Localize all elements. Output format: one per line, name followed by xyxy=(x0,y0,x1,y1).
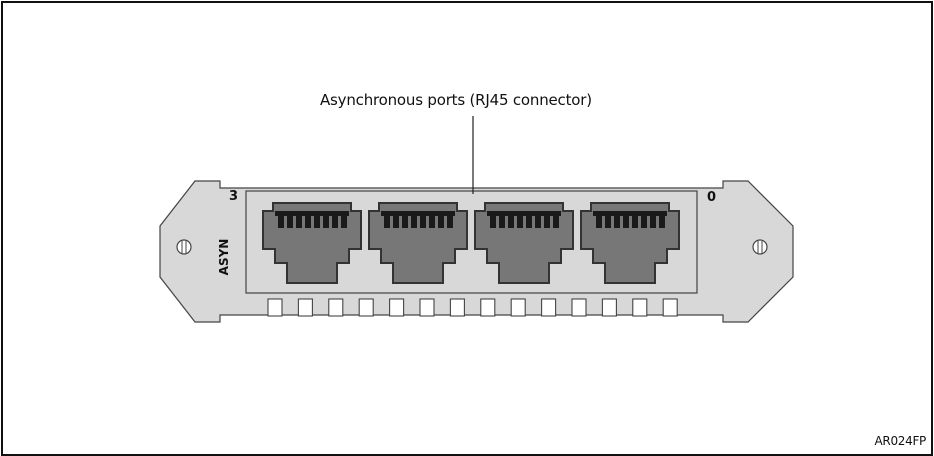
vent-slot xyxy=(601,298,617,317)
vent-slot xyxy=(510,298,526,317)
rj45-port-3[interactable] xyxy=(262,202,362,284)
vent-slot xyxy=(632,298,648,317)
contact-pin xyxy=(508,211,514,228)
contact-pin xyxy=(517,211,523,228)
vent-slot xyxy=(541,298,557,317)
contact-pin xyxy=(384,211,390,228)
rj45-port-0[interactable] xyxy=(580,202,680,284)
contact-pin xyxy=(526,211,532,228)
contact-pin xyxy=(438,211,444,228)
right-screw-icon xyxy=(752,239,768,255)
pin-bar xyxy=(487,211,561,216)
contact-pin xyxy=(499,211,505,228)
contact-pin xyxy=(314,211,320,228)
vent-slot xyxy=(297,298,313,317)
module-side-label: ASYN xyxy=(217,238,231,276)
vent-slots xyxy=(267,298,678,317)
rj45-port-1[interactable] xyxy=(474,202,574,284)
contact-pin xyxy=(544,211,550,228)
callout-label: Asynchronous ports (RJ45 connector) xyxy=(320,91,592,109)
contact-pin xyxy=(553,211,559,228)
port-number-left: 3 xyxy=(229,189,239,204)
pin-bar xyxy=(275,211,349,216)
contact-pin xyxy=(323,211,329,228)
contact-pin xyxy=(632,211,638,228)
pin-bar xyxy=(593,211,667,216)
contact-pin xyxy=(296,211,302,228)
vent-slot xyxy=(449,298,465,317)
contact-pin xyxy=(420,211,426,228)
contact-pin xyxy=(605,211,611,228)
contact-pin xyxy=(490,211,496,228)
vent-slot xyxy=(267,298,283,317)
contact-pin xyxy=(332,211,338,228)
vent-slot xyxy=(571,298,587,317)
pin-bar xyxy=(381,211,455,216)
vent-slot xyxy=(389,298,405,317)
contact-pin xyxy=(614,211,620,228)
vent-slot xyxy=(662,298,678,317)
left-screw-icon xyxy=(176,239,192,255)
vent-slot xyxy=(358,298,374,317)
contact-pin xyxy=(659,211,665,228)
contact-pin xyxy=(623,211,629,228)
figure-id: AR024FP xyxy=(874,434,927,448)
vent-slot xyxy=(419,298,435,317)
contact-pin xyxy=(535,211,541,228)
contact-pin xyxy=(402,211,408,228)
contact-pin xyxy=(341,211,347,228)
contact-pin xyxy=(447,211,453,228)
contact-pin xyxy=(278,211,284,228)
contact-pin xyxy=(305,211,311,228)
contact-pin xyxy=(650,211,656,228)
rj45-port-2[interactable] xyxy=(368,202,468,284)
contact-pin xyxy=(596,211,602,228)
port-number-right: 0 xyxy=(707,190,717,205)
vent-slot xyxy=(328,298,344,317)
vent-slot xyxy=(480,298,496,317)
ports xyxy=(262,202,680,284)
contact-pin xyxy=(429,211,435,228)
contact-pin xyxy=(411,211,417,228)
contact-pin xyxy=(393,211,399,228)
contact-pin xyxy=(641,211,647,228)
contact-pin xyxy=(287,211,293,228)
